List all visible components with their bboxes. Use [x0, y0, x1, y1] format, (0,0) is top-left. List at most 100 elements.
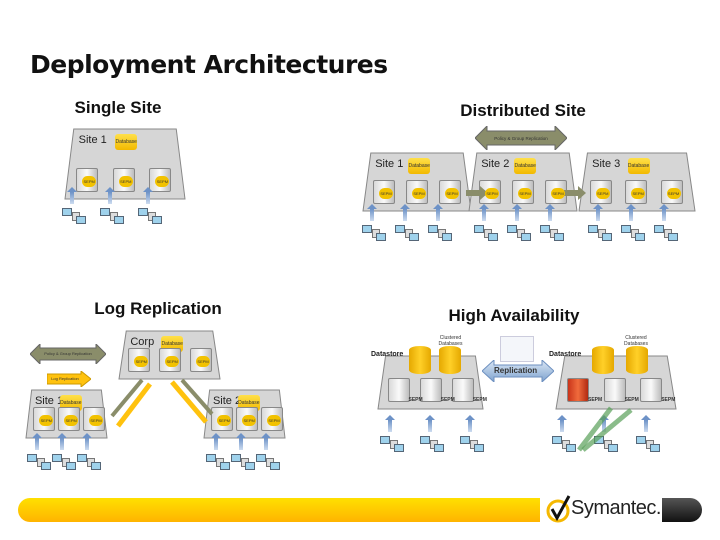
- footer-dark-block: [662, 498, 702, 522]
- connection-arrow-icon: [465, 415, 475, 432]
- connection-arrow-icon: [211, 433, 221, 450]
- connection-arrow-icon: [400, 204, 410, 221]
- connection-arrow-icon: [641, 415, 651, 432]
- site-panel-label: Corp: [130, 336, 155, 348]
- client-computers-icon: [27, 454, 53, 472]
- client-computers-icon: [362, 225, 388, 243]
- policy-replication-legend-label: Policy & Group Replication: [44, 351, 92, 356]
- sepm-server-icon: SEPM: [76, 168, 99, 192]
- client-computers-icon: [77, 454, 103, 472]
- connection-arrow-icon: [659, 204, 669, 221]
- sepm-server-label: SEPM: [412, 188, 426, 199]
- symantec-logo-text: Symantec.: [571, 497, 661, 519]
- sepm-server-label: SEPM: [242, 415, 257, 426]
- connection-arrow-icon: [425, 415, 435, 432]
- policy-replication-legend-arrow: [30, 344, 106, 364]
- client-computers-icon: [420, 436, 446, 454]
- sepm-server-icon: SEPM: [439, 180, 461, 204]
- connection-arrow-icon: [67, 187, 77, 204]
- sepm-server-icon: SEPM: [603, 378, 639, 403]
- sepm-server-label: SEPM: [551, 188, 565, 199]
- sepm-server-label: SEPM: [588, 397, 603, 403]
- sepm-server-label: SEPM: [624, 397, 639, 403]
- ha-replication-label: Replication: [494, 366, 538, 375]
- sepm-server-label: SEPM: [89, 415, 104, 426]
- connection-arrow-icon: [557, 415, 567, 432]
- heading-high-availability: High Availability: [448, 306, 580, 325]
- client-computers-icon: [428, 225, 454, 243]
- sepm-server-label: SEPM: [82, 176, 97, 187]
- sepm-server-icon: SEPM: [512, 180, 534, 204]
- sepm-server-label: SEPM: [379, 188, 393, 199]
- heading-distributed-site: Distributed Site: [460, 101, 586, 120]
- sepm-server-label: SEPM: [472, 397, 487, 403]
- connection-arrow-icon: [143, 187, 153, 204]
- sepm-server-icon: SEPM: [58, 407, 81, 431]
- connection-arrow-icon: [105, 187, 115, 204]
- sepm-server-label: SEPM: [666, 188, 681, 199]
- sepm-server-label: SEPM: [64, 415, 79, 426]
- sepm-server-label: SEPM: [485, 188, 499, 199]
- clustered-database-icon: [439, 346, 462, 374]
- ha-replication-arrow: [482, 360, 554, 382]
- connection-arrow-icon: [512, 204, 522, 221]
- clustered-database-icon: [591, 346, 614, 374]
- sepm-server-label: SEPM: [196, 356, 211, 367]
- sepm-server-icon: SEPM: [479, 180, 501, 204]
- site-panel-label: Site 2: [212, 395, 242, 407]
- sepm-server-icon: SEPM: [567, 378, 602, 403]
- database-icon: Database: [408, 158, 431, 174]
- footer-bar: [18, 498, 540, 522]
- client-computers-icon: [594, 436, 620, 454]
- corp-site-links: [110, 378, 214, 428]
- client-computers-icon: [474, 225, 500, 243]
- site-panel-label: Site 1: [34, 395, 64, 407]
- site-panel-label: Site 1: [78, 134, 107, 146]
- sepm-server-icon: SEPM: [112, 168, 135, 192]
- client-computers-icon: [52, 454, 78, 472]
- sepm-server-icon: SEPM: [419, 378, 455, 403]
- client-computers-icon: [507, 225, 533, 243]
- sepm-server-icon: SEPM: [261, 407, 284, 431]
- client-computers-icon: [540, 225, 566, 243]
- client-computers-icon: [62, 208, 88, 226]
- sepm-server-icon: SEPM: [83, 407, 106, 431]
- failover-arrows-icon: [575, 402, 635, 452]
- sepm-server-label: SEPM: [165, 356, 180, 367]
- sepm-server-label: SEPM: [408, 397, 423, 403]
- client-computers-icon: [380, 436, 406, 454]
- policy-replication-arrow: [475, 126, 567, 150]
- site-panel-label: Site 2: [481, 158, 510, 170]
- sepm-server-icon: SEPM: [236, 407, 259, 431]
- connection-arrow-icon: [593, 204, 603, 221]
- client-computers-icon: [231, 454, 257, 472]
- clustered-databases-label: Clustered Databases: [624, 335, 648, 347]
- sepm-server-icon: SEPM: [406, 180, 428, 204]
- sepm-server-icon: SEPM: [640, 378, 675, 403]
- sepm-server-label: SEPM: [631, 188, 646, 199]
- sepm-server-label: SEPM: [155, 176, 170, 187]
- datastore-label: Datastore: [371, 351, 404, 358]
- sepm-server-icon: SEPM: [149, 168, 172, 192]
- sepm-server-label: SEPM: [661, 397, 676, 403]
- sepm-server-icon: SEPM: [33, 407, 56, 431]
- database-icon: Database: [115, 134, 138, 150]
- symantec-checkmark-logo-icon: [546, 495, 571, 523]
- site-link-arrows: [466, 186, 586, 200]
- client-computers-icon: [621, 225, 647, 243]
- sepm-server-icon: SEPM: [387, 378, 423, 403]
- clustered-database-icon: [409, 346, 432, 374]
- sepm-server-label: SEPM: [267, 415, 282, 426]
- sepm-server-label: SEPM: [445, 188, 459, 199]
- client-computers-icon: [588, 225, 614, 243]
- client-computers-icon: [460, 436, 486, 454]
- connection-arrow-icon: [261, 433, 271, 450]
- connection-arrow-icon: [367, 204, 377, 221]
- client-computers-icon: [138, 208, 164, 226]
- sepm-server-label: SEPM: [518, 188, 532, 199]
- heading-log-replication: Log Replication: [94, 299, 222, 318]
- connection-arrow-icon: [479, 204, 489, 221]
